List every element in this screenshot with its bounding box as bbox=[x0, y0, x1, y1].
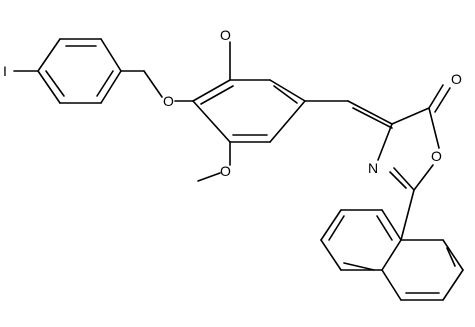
bond bbox=[269, 100, 306, 143]
ring-oxygen-label: O bbox=[431, 148, 442, 164]
bond bbox=[45, 70, 65, 97]
bond bbox=[381, 239, 402, 271]
bond bbox=[347, 100, 393, 125]
bond bbox=[434, 87, 451, 113]
bond bbox=[389, 171, 407, 189]
bond bbox=[442, 239, 464, 271]
bond bbox=[377, 123, 393, 161]
bond bbox=[192, 79, 231, 102]
bond bbox=[343, 262, 375, 271]
bond bbox=[320, 209, 342, 241]
bond bbox=[376, 215, 393, 241]
bond bbox=[273, 85, 298, 104]
bond bbox=[413, 164, 434, 191]
bond bbox=[381, 209, 402, 241]
bond bbox=[269, 79, 306, 102]
methoxy-top-oxygen-label: O bbox=[220, 27, 231, 43]
dimethoxyphenyl-ring bbox=[192, 41, 349, 182]
carbonyl-oxygen-label: O bbox=[451, 71, 462, 87]
bond bbox=[200, 85, 234, 105]
naphthyl-group bbox=[320, 209, 464, 301]
bond bbox=[37, 38, 61, 72]
bond bbox=[393, 167, 415, 191]
bond bbox=[352, 107, 393, 129]
ether-oxygen-label: O bbox=[163, 93, 174, 109]
bond bbox=[96, 70, 114, 97]
bond bbox=[100, 70, 122, 104]
methoxy-bottom-oxygen-label: O bbox=[220, 163, 231, 179]
bond bbox=[428, 84, 444, 109]
oxazolone-ring bbox=[347, 84, 451, 241]
iodine-label: I bbox=[3, 63, 7, 79]
bond bbox=[143, 70, 163, 98]
iodobenzyl-group bbox=[13, 38, 194, 104]
bond bbox=[428, 107, 440, 149]
bond bbox=[328, 215, 345, 241]
bond bbox=[320, 239, 342, 271]
bond bbox=[400, 189, 415, 241]
bond bbox=[192, 100, 231, 143]
bond bbox=[37, 70, 61, 104]
bond bbox=[381, 269, 402, 301]
ring-nitrogen-label: N bbox=[368, 160, 378, 176]
bond bbox=[100, 38, 122, 72]
bond bbox=[442, 269, 464, 301]
bond bbox=[391, 107, 430, 125]
bond bbox=[197, 172, 221, 182]
bond bbox=[446, 247, 456, 267]
